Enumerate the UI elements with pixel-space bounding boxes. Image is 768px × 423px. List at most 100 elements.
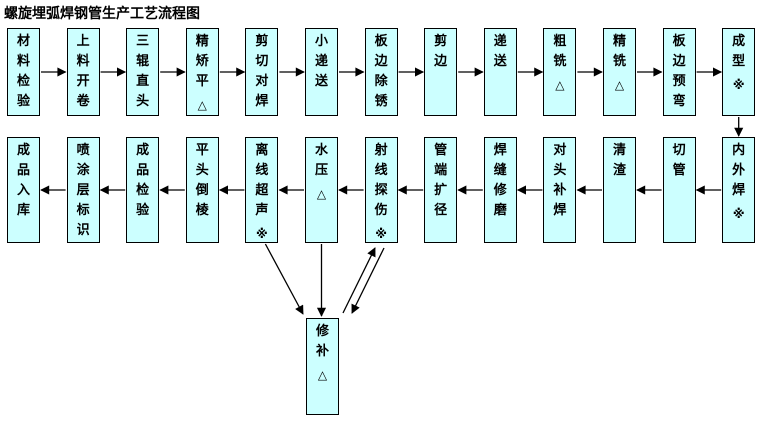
flow-box-char: 铣 xyxy=(612,54,626,69)
flow-step-row2-9: 焊缝修磨 xyxy=(483,137,517,243)
flow-box-char: 铣 xyxy=(553,54,567,69)
flow-box-char: 精 xyxy=(195,34,209,49)
flow-box-char: 验 xyxy=(16,94,30,109)
flow-box-char: 检 xyxy=(136,183,150,198)
reference-marker-icon: ※ xyxy=(732,207,745,221)
flow-step-row1-2: 上料开卷 xyxy=(66,28,100,116)
flow-box-char: 补 xyxy=(553,183,567,198)
flow-box-char: 头 xyxy=(136,94,150,109)
flow-step-row1-9: 递送 xyxy=(483,28,517,116)
flow-box-char: 喷 xyxy=(76,143,90,158)
flow-step-row1-13: 成型※ xyxy=(722,28,756,116)
flow-step-row1-4: 精矫平△ xyxy=(185,28,219,116)
flow-box-char: 成 xyxy=(136,143,150,158)
flow-box-char: 内 xyxy=(732,143,746,158)
flow-box-char: 声 xyxy=(255,203,269,218)
flow-step-row1-8: 剪边 xyxy=(424,28,458,116)
flow-step-row1-5: 剪切对焊 xyxy=(245,28,279,116)
flow-step-row2-13: 内外焊 ※ xyxy=(722,137,756,243)
flow-box-char: 料 xyxy=(76,54,90,69)
triangle-marker-icon: △ xyxy=(317,368,328,382)
flow-box-char: 焊 xyxy=(732,183,746,198)
flow-arrow xyxy=(264,243,304,315)
flow-step-row2-4: 平头倒棱 xyxy=(185,137,219,243)
flow-box-char: 识 xyxy=(76,223,90,238)
flow-box-char: 剪 xyxy=(434,34,448,49)
flow-box-char: 锈 xyxy=(374,94,388,109)
flow-box-char: 焊 xyxy=(493,143,507,158)
flow-box-char: 送 xyxy=(493,54,507,69)
flow-box-char: 头 xyxy=(195,163,209,178)
flow-step-row2-5: 离线超声※ xyxy=(245,137,279,243)
flow-box-char: 送 xyxy=(314,74,328,89)
triangle-marker-icon: △ xyxy=(197,98,207,112)
flow-box-char: 弯 xyxy=(672,94,686,109)
flow-box-char: 矫 xyxy=(195,54,209,69)
flow-step-row2-7: 射线探伤※ xyxy=(364,137,398,243)
flow-box-char: 探 xyxy=(374,183,388,198)
flow-box-char: 板 xyxy=(374,34,388,49)
flow-box-char: 剪 xyxy=(255,34,269,49)
reference-marker-icon: ※ xyxy=(256,227,268,241)
flow-box-char: 递 xyxy=(314,54,328,69)
flow-box-char: 上 xyxy=(76,34,90,49)
flow-box-char: 清 xyxy=(612,143,626,158)
flow-box-char: 头 xyxy=(553,163,567,178)
flow-step-row2-8: 管端扩径 xyxy=(424,137,458,243)
flow-box-char: 管 xyxy=(434,143,448,158)
flow-box-char: 卷 xyxy=(76,94,90,109)
flow-box-char: 扩 xyxy=(434,183,448,198)
flow-box-char: 成 xyxy=(732,34,746,49)
flow-box-char: 磨 xyxy=(493,203,507,218)
flow-box-char: 径 xyxy=(434,203,448,218)
flow-box-char: 预 xyxy=(672,74,686,89)
flow-box-char: 边 xyxy=(374,54,388,69)
flow-box-char: 板 xyxy=(672,34,686,49)
flow-box-char: 递 xyxy=(493,34,507,49)
flow-box-char: 外 xyxy=(732,163,746,178)
flow-box-char: 边 xyxy=(672,54,686,69)
triangle-marker-icon: △ xyxy=(614,78,625,92)
flow-step-row2-10: 对头补焊 xyxy=(543,137,577,243)
flow-box-char: 离 xyxy=(255,143,269,158)
flow-step-row2-2: 喷涂层标识 xyxy=(66,137,100,243)
flow-step-row1-11: 精铣 △ xyxy=(603,28,636,116)
flow-box-char: 水 xyxy=(314,143,328,158)
flow-box-char: 对 xyxy=(553,143,567,158)
flow-box-char: 验 xyxy=(136,203,150,218)
flow-step-row1-6: 小递送 xyxy=(305,28,338,116)
flow-step-repair: 修补△ xyxy=(306,318,339,415)
flow-step-row1-12: 板边预弯 xyxy=(662,28,696,116)
flow-box-char: 切 xyxy=(672,143,686,158)
flow-step-row2-11: 清渣 xyxy=(603,137,636,243)
flow-box-char: 开 xyxy=(76,74,90,89)
flow-box-char: 直 xyxy=(136,74,150,89)
triangle-marker-icon: △ xyxy=(555,78,565,92)
flow-box-char: 入 xyxy=(16,183,30,198)
flow-box-char: 精 xyxy=(612,34,626,49)
flow-box-char: 层 xyxy=(76,183,90,198)
flow-step-row2-6: 水压△ xyxy=(305,137,338,243)
flow-step-row1-7: 板边除锈 xyxy=(364,28,398,116)
flow-box-char: 平 xyxy=(195,143,209,158)
flow-box-char: 射 xyxy=(374,143,388,158)
flow-box-char: 超 xyxy=(255,183,269,198)
page-title: 螺旋埋弧焊钢管生产工艺流程图 xyxy=(4,6,200,22)
flow-box-char: 品 xyxy=(16,163,30,178)
flow-step-row2-1: 成品入库 xyxy=(7,137,40,243)
flow-step-row2-12: 切管 xyxy=(662,137,696,243)
flow-box-char: 边 xyxy=(434,54,448,69)
flow-box-char: 型 xyxy=(732,54,746,69)
flow-box-char: 管 xyxy=(672,163,686,178)
flow-box-char: 小 xyxy=(314,34,328,49)
flow-box-char: 焊 xyxy=(553,203,567,218)
flow-box-char: 标 xyxy=(76,203,90,218)
flow-box-char: 线 xyxy=(374,163,388,178)
flow-box-char: 修 xyxy=(315,324,329,339)
flow-box-char: 倒 xyxy=(195,183,209,198)
flow-box-char: 料 xyxy=(16,54,30,69)
flow-box-char: 材 xyxy=(16,34,30,49)
flow-box-char: 库 xyxy=(16,203,30,218)
flow-box-char: 辊 xyxy=(136,54,150,69)
